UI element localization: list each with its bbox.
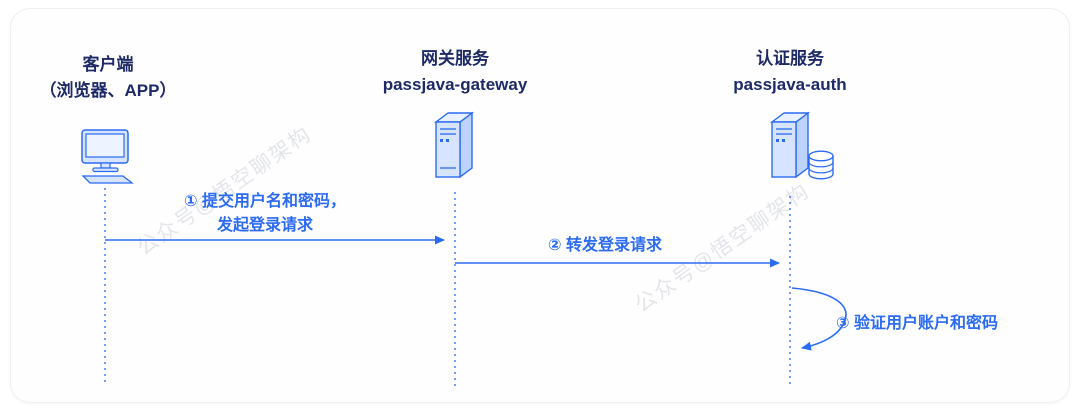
participant-title-line1: 网关服务 (421, 49, 489, 68)
participant-title-line1: 认证服务 (756, 49, 824, 68)
participant-title-gateway: 网关服务 passjava-gateway (355, 46, 555, 98)
computer-icon (81, 129, 134, 184)
participant-title-client: 客户端 （浏览器、APP） (28, 52, 188, 104)
participant-title-line2: passjava-auth (733, 75, 847, 94)
message-label-1: ① 提交用户名和密码， 发起登录请求 (140, 190, 390, 238)
diagram-card (10, 8, 1070, 403)
message-label-line1: ① 提交用户名和密码， (184, 193, 346, 210)
participant-title-line2: （浏览器、APP） (39, 81, 177, 100)
message-label-2: ② 转发登录请求 (548, 237, 662, 254)
server-icon (433, 111, 475, 179)
message-label-3: ③ 验证用户账户和密码 (836, 315, 998, 332)
server-database-icon (769, 111, 834, 180)
message-label-line2: 发起登录请求 (216, 217, 313, 234)
participant-title-auth: 认证服务 passjava-auth (690, 46, 890, 98)
participant-title-line2: passjava-gateway (382, 75, 528, 94)
message-self-loop-arrow-3 (791, 287, 847, 351)
participant-title-line1: 客户端 (82, 55, 134, 74)
